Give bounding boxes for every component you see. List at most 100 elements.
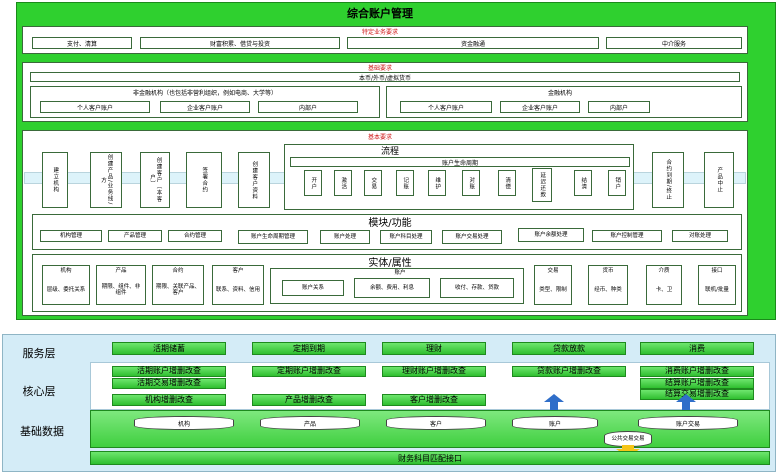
module-account: 账户处理 — [320, 230, 370, 244]
left-col-product: 创建产品/业务线/方 — [90, 152, 122, 208]
core-5-b: 结算账户增删改查 — [640, 378, 754, 389]
fin-enterprise: 企业客户账户 — [500, 101, 580, 113]
data-product: 产品 — [260, 416, 360, 430]
flow-step-reconcile: 对账 — [462, 170, 480, 196]
entity-institution-attrs: 层级、委托关系 — [46, 286, 86, 293]
nonfin-enterprise: 企业客户账户 — [160, 101, 250, 113]
module-control: 账户控制管理 — [592, 230, 662, 242]
core-3-a: 理财账户增删改查 — [382, 366, 486, 377]
entity-trade-name: 交易 — [547, 267, 559, 274]
nonfin-internal: 内部户 — [258, 101, 358, 113]
entity-interface-name: 接口 — [711, 267, 723, 274]
core-1-c: 机构增删改查 — [112, 394, 226, 406]
core-2-b: 产品增删改查 — [252, 394, 366, 406]
up-arrow-icon — [544, 394, 564, 410]
flow-step-close: 销户 — [608, 170, 626, 196]
left-col-institution: 建立机构 — [42, 152, 68, 208]
nonfin-personal: 个人客户账户 — [40, 101, 150, 113]
core-3-b: 客户增删改查 — [382, 394, 486, 406]
data-account-trade: 账户交易 — [638, 416, 738, 430]
right-col-suspend: 产品中止 — [704, 152, 734, 208]
module-lifecycle: 账户生命周期管理 — [238, 230, 308, 244]
entity-interface-attrs: 联机/批量 — [705, 286, 729, 293]
core-4-a: 贷款账户增删改查 — [512, 366, 626, 377]
core-1-a: 活期账户增删改查 — [112, 366, 226, 377]
flow-step-delay: 延迟还款 — [532, 168, 552, 202]
flow-title: 流程 — [380, 147, 399, 157]
entity-product-attrs: 期限、组件、非组件 — [101, 283, 141, 297]
service-consume: 消费 — [640, 342, 754, 355]
special-item-wealth: 财富积累、借贷与投资 — [140, 37, 340, 49]
entity-customer — [212, 265, 264, 305]
entity-currency-attrs: 经币、种类 — [594, 286, 622, 293]
service-term: 定期到期 — [252, 342, 366, 355]
entity-currency — [588, 265, 628, 305]
special-item-intermediary: 中介服务 — [606, 37, 742, 49]
core-2-a: 定期账户增删改查 — [252, 366, 366, 377]
up-arrow-icon — [676, 394, 696, 410]
entity-customer-name: 客户 — [232, 267, 244, 274]
service-loan: 贷款放款 — [512, 342, 626, 355]
entity-customer-attrs: 联系、资料、信用 — [216, 286, 261, 293]
flow-step-trade: 交易 — [364, 170, 382, 196]
entity-contract-name: 合约 — [172, 267, 184, 274]
layer-core: 核心层 — [22, 385, 56, 398]
left-col-contract: 签署合约 — [186, 152, 222, 208]
entity-institution — [42, 265, 90, 305]
core-1-b: 活期交易增删改查 — [112, 378, 226, 389]
fin-label: 金融机构 — [547, 89, 572, 97]
entity-account-name: 账户 — [394, 269, 406, 276]
entity-contract-attrs: 期限、关联产品、客户 — [156, 283, 201, 297]
currency-scope: 本币/外币/虚拟货币 — [30, 72, 740, 82]
entity-title: 实体/属性 — [368, 257, 412, 269]
entity-interface — [698, 265, 736, 305]
special-requirements-label: 特定业务要求 — [361, 28, 398, 36]
fin-internal: 内部户 — [588, 101, 650, 113]
service-demand: 活期储蓄 — [112, 342, 226, 355]
flow-step-repay: 清偿 — [498, 170, 516, 196]
module-reconcile: 对账处理 — [672, 230, 728, 242]
entity-product — [96, 265, 146, 305]
right-col-expiry: 合约到期/终止 — [652, 152, 684, 208]
entity-medium-attrs: 卡、卫 — [655, 286, 673, 293]
module-product: 产品管理 — [108, 230, 162, 242]
module-title: 模块/功能 — [368, 217, 412, 229]
account-lifecycle: 账户生命周期 — [290, 157, 630, 167]
footer-interface: 财务科目匹配接口 — [90, 451, 770, 465]
core-5-a: 消费账户增删改查 — [640, 366, 754, 377]
entity-account-payment: 收付、存款、贷款 — [440, 278, 514, 298]
module-institution: 机构管理 — [40, 230, 102, 242]
entity-trade-attrs: 类型、限制 — [539, 286, 567, 293]
fin-personal: 个人客户账户 — [400, 101, 492, 113]
flow-step-settle: 结清 — [574, 170, 592, 196]
flow-step-maintain: 维护 — [428, 170, 446, 196]
flow-step-open: 开户 — [304, 170, 322, 196]
left-col-profile: 创建客户资料 — [238, 152, 270, 208]
flow-step-activate: 激活 — [334, 170, 352, 196]
nonfin-label: 非金融机构（也包括非营利组织，例如电商、大学等） — [132, 89, 277, 97]
entity-currency-name: 货币 — [602, 267, 614, 274]
module-contract: 合约管理 — [168, 230, 222, 242]
special-item-payment: 支付、清算 — [32, 37, 132, 49]
entity-contract — [152, 265, 204, 305]
left-col-customer: 创建客户（本客户） — [140, 152, 170, 208]
layer-service: 服务层 — [22, 347, 56, 360]
entity-account-balance: 余额、费用、利息 — [354, 278, 430, 298]
module-trade: 账户交易处理 — [442, 230, 502, 244]
module-subject: 账户科目处理 — [380, 230, 432, 244]
fundamental-label: 基本要求 — [367, 133, 392, 141]
basic-requirements-label: 基础要求 — [367, 64, 392, 72]
data-customer: 客户 — [386, 416, 486, 430]
flow-step-book: 记账 — [396, 170, 414, 196]
service-wealth: 理财 — [382, 342, 486, 355]
diagram-title: 综合账户管理 — [347, 7, 413, 20]
entity-medium — [646, 265, 682, 305]
module-balance: 账户余额处理 — [518, 228, 584, 242]
entity-account-relation: 账户关系 — [282, 280, 344, 296]
entity-product-name: 产品 — [115, 267, 127, 274]
data-account: 账户 — [512, 416, 598, 430]
data-institution: 机构 — [134, 416, 234, 430]
layer-data: 基础数据 — [20, 425, 64, 438]
entity-institution-name: 机构 — [60, 267, 72, 274]
entity-medium-name: 介质 — [658, 267, 670, 274]
